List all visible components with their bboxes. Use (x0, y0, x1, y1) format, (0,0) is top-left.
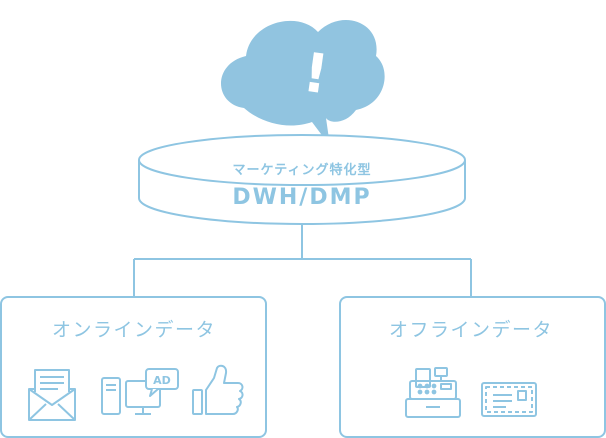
ad-label: AD (153, 374, 171, 387)
cash-register-icon (405, 367, 461, 418)
database-title: DWH/DMP (232, 185, 371, 210)
database-cylinder (138, 134, 466, 225)
cloud-shape (221, 19, 385, 146)
cylinder-top (138, 134, 466, 186)
like-icon (192, 364, 244, 415)
alert-cloud: ! (221, 19, 385, 146)
ad-display-icon (101, 368, 179, 415)
offline-data-box (339, 296, 606, 438)
database-subtitle: マーケティング特化型 (233, 162, 372, 178)
connector-lines (133, 224, 472, 297)
mail-envelope-icon (481, 382, 537, 417)
email-icon (28, 369, 76, 421)
offline-data-title: オフラインデータ (389, 319, 553, 341)
online-data-title: オンラインデータ (52, 319, 216, 341)
